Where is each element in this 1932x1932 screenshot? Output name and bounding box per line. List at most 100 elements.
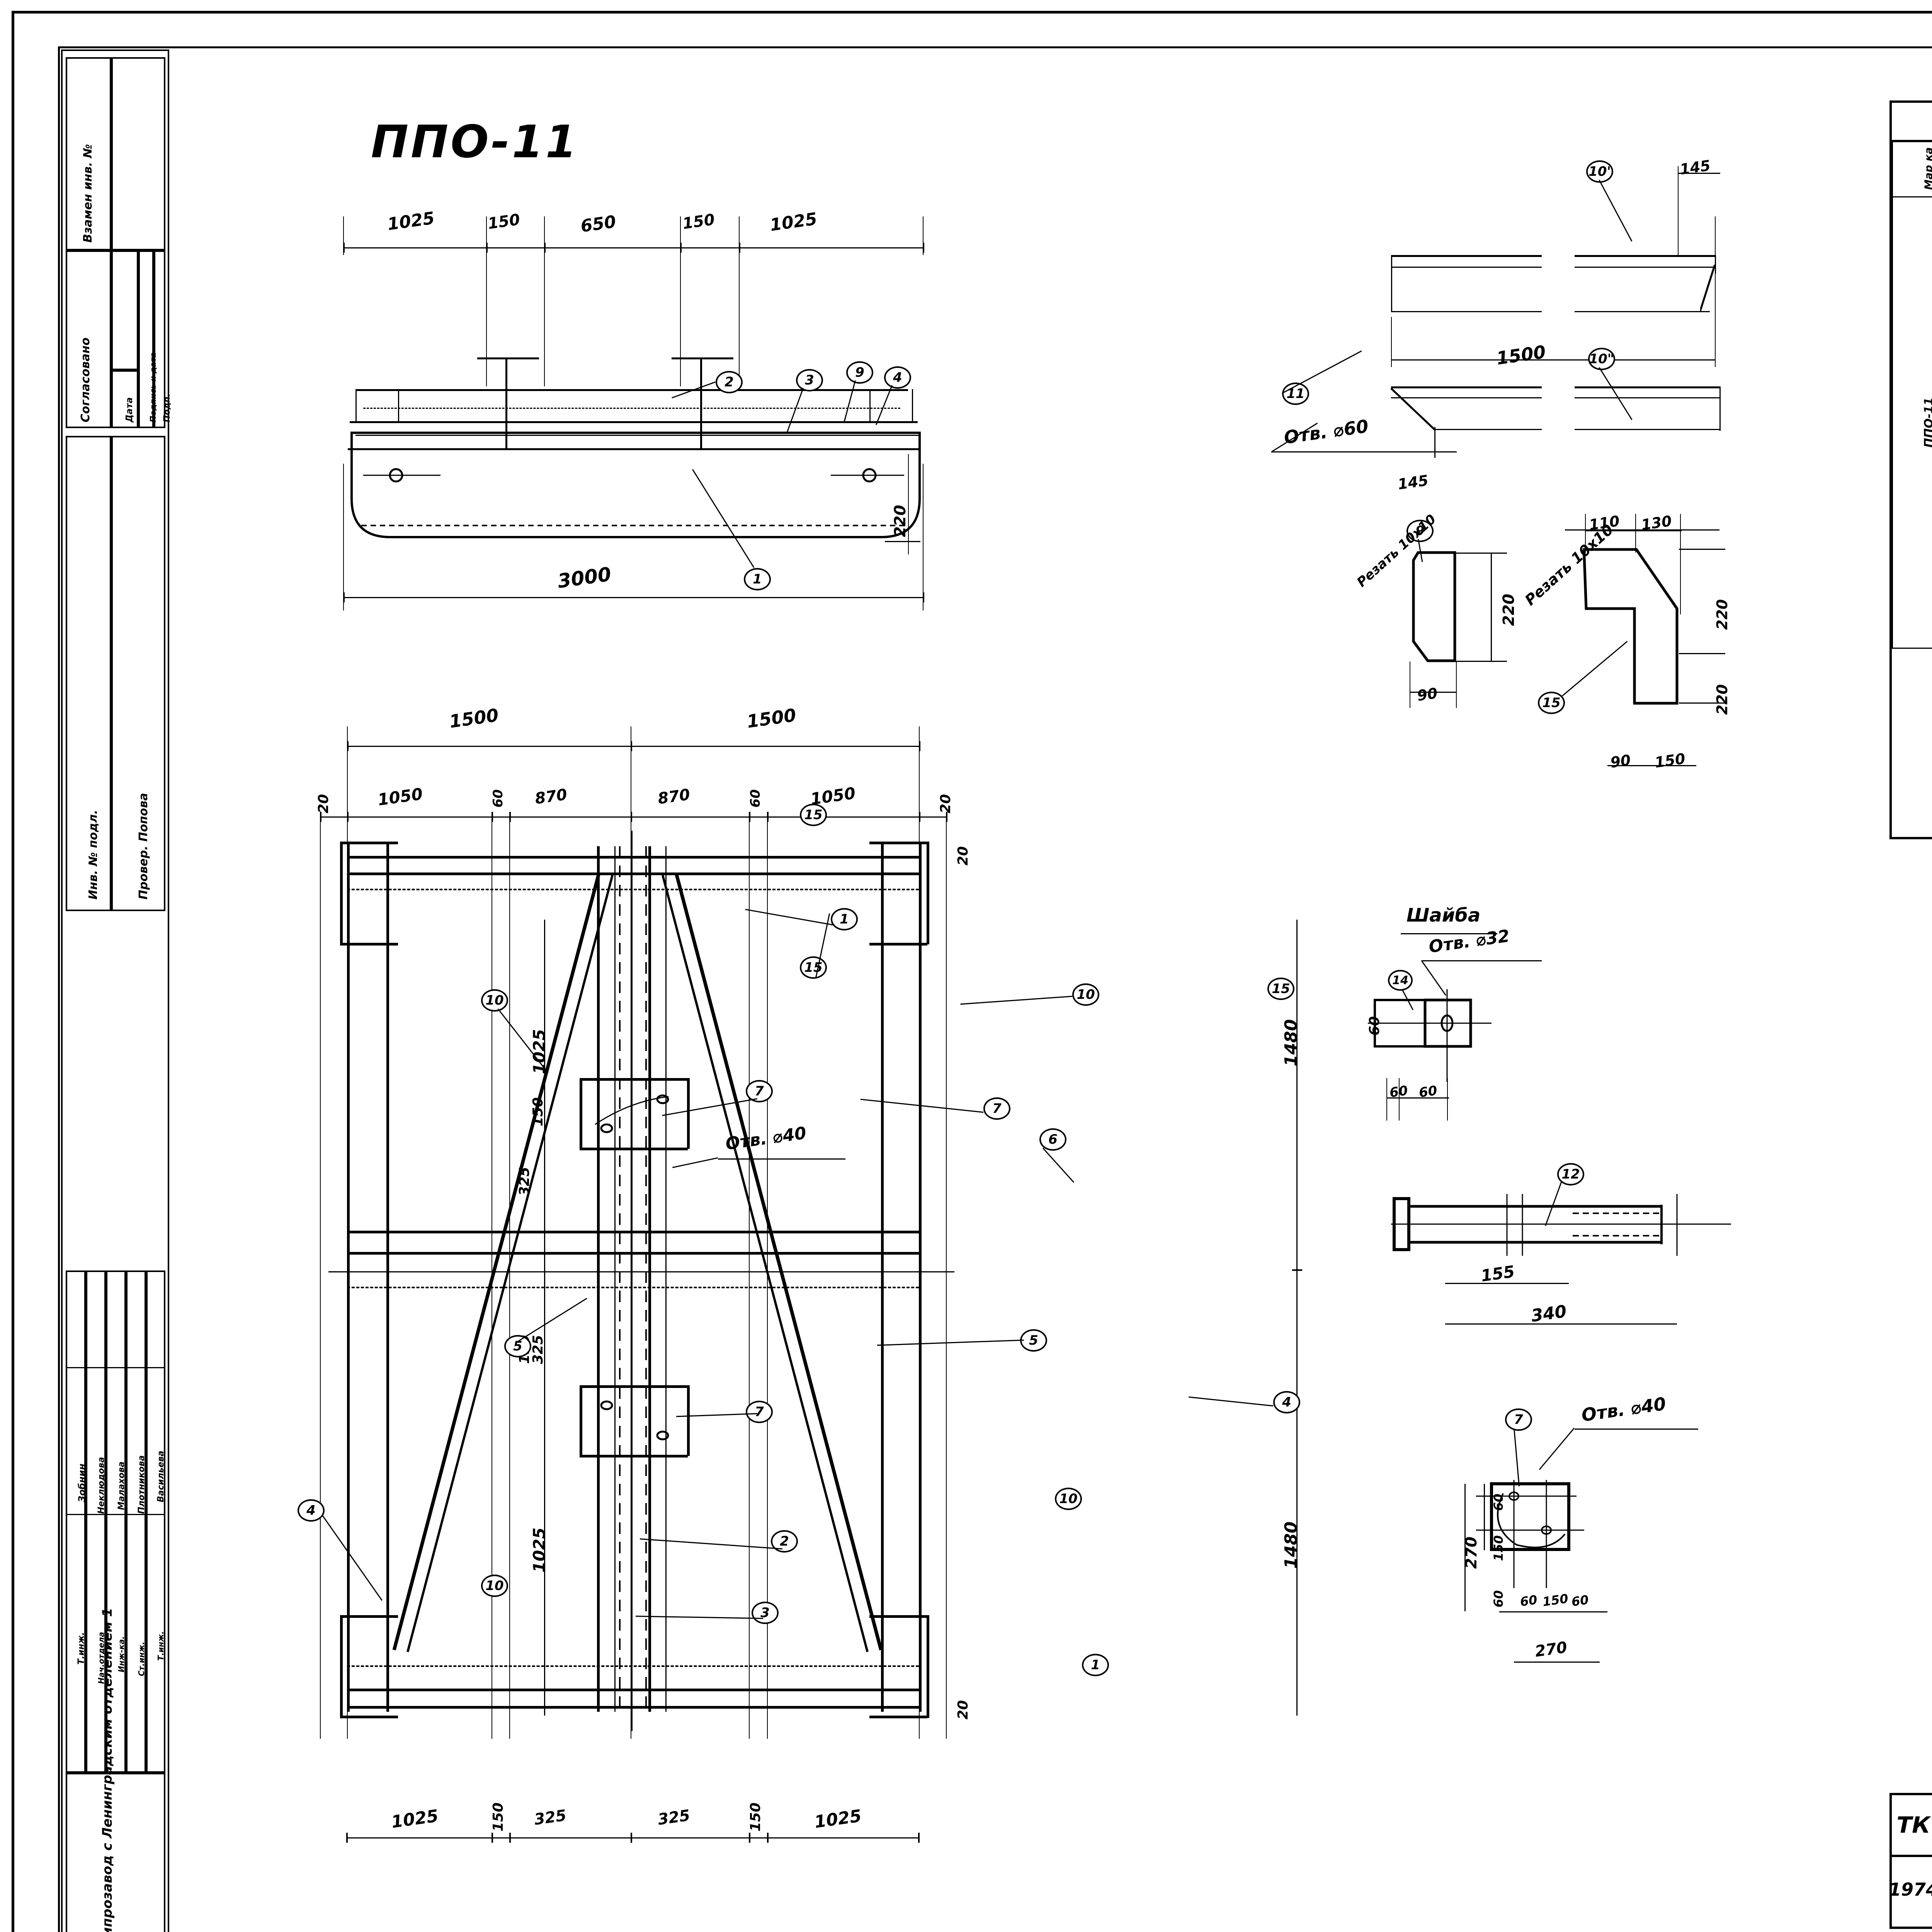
plan-balloon-7-top[interactable]: 7 (746, 1080, 773, 1102)
washer-balloon[interactable]: 14 (1388, 970, 1413, 991)
detail15-balloon[interactable]: 15 (1538, 692, 1565, 714)
plan-dim-20-right: 20 (938, 794, 954, 813)
elevation-beam-line (355, 435, 920, 436)
elevation-ext-5 (739, 216, 740, 386)
plan-balloon-4-right[interactable]: 4 (1273, 1391, 1300, 1413)
left-stamp-label-data: Дата (124, 397, 134, 422)
plan-center-axis-v (631, 831, 633, 1731)
angle10pp-inner-2 (1575, 397, 1719, 398)
plan-mid-channel-4 (665, 846, 667, 1712)
plan-balloon-3[interactable]: 3 (752, 1602, 779, 1624)
left-stamp-sig-divider-top (66, 1367, 165, 1368)
angle10pp-top-1 (1391, 386, 1542, 388)
detail15-dim-bot (1607, 765, 1696, 766)
plan-right-channel-outer (919, 842, 922, 1712)
angle10p-ext-2 (1715, 216, 1716, 367)
plan-dim-1480-top: 1480 (1281, 1019, 1301, 1066)
plan-gusset-top-b (580, 1148, 688, 1150)
plate7-vdim-total (1464, 1484, 1466, 1611)
plan-gusset-bot-r (687, 1385, 690, 1456)
plan-gusset-top-r (687, 1078, 690, 1149)
elevation-dim-line-b (543, 247, 740, 248)
plan-balloon-9[interactable]: 15 (1267, 978, 1294, 1000)
detail9-balloon[interactable]: 9 (1406, 520, 1434, 542)
plan-dim-20-edge-top: 20 (955, 846, 971, 866)
elevation-ext-2 (486, 216, 487, 386)
plan-hidden-h-1 (347, 889, 919, 890)
elevation-balloon-4[interactable]: 4 (884, 366, 911, 389)
spec-body: ППО-111[ 24300047228810542[ 243000272144… (1891, 196, 1932, 649)
angle10p-chamfer (1700, 265, 1716, 311)
plan-balloon-5-left[interactable]: 5 (504, 1335, 531, 1357)
plan-balloon-15[interactable]: 15 (800, 956, 827, 979)
plan-ext-v6 (767, 819, 768, 1739)
elevation-dim-line-total (344, 597, 923, 598)
plan-balloon-4-left[interactable]: 4 (298, 1499, 325, 1522)
detail9-ext-top (1453, 553, 1507, 554)
plan-dimtick-top-3 (919, 741, 920, 751)
plate7-dim-60-right: 60 (1570, 1592, 1590, 1609)
plate7-dim-150-h: 150 (1541, 1591, 1570, 1609)
elevation-balloon-3[interactable]: 3 (796, 369, 823, 391)
angle10pp-balloon[interactable]: 10" (1588, 348, 1615, 370)
plan-dimtick-top-1 (347, 741, 349, 751)
plan-balloon-1-top[interactable]: 1 (831, 908, 858, 930)
plan-bot-dimtick-4 (631, 1833, 632, 1843)
plan-left-vdim (544, 920, 545, 1716)
plan-corner-bl-top (340, 1615, 398, 1618)
plan-balloon-1-right[interactable]: 1 (1082, 1654, 1109, 1676)
left-stamp-cell-data (111, 370, 138, 428)
elevation-balloon-2[interactable]: 2 (716, 371, 743, 393)
angle10p-balloon[interactable]: 10' (1586, 160, 1613, 183)
elevation-dim-150-left: 150 (486, 211, 521, 233)
plan-dim-870-left: 870 (534, 786, 568, 808)
plate7-balloon[interactable]: 7 (1505, 1408, 1532, 1431)
left-stamp-role-3: Инж-ка. (117, 1636, 126, 1672)
plan-hole-note-underline (718, 1158, 845, 1160)
elevation-ext-4 (680, 216, 681, 386)
bolt-balloon[interactable]: 12 (1557, 1163, 1584, 1185)
detail15-ext-b (1635, 514, 1636, 553)
bolt-dim-155: 155 (1480, 1262, 1516, 1286)
left-stamp-sigcol-4 (126, 1270, 146, 1773)
plan-balloon-6[interactable]: 6 (1039, 1128, 1066, 1151)
elevation-balloon-11[interactable]: 11 (1282, 383, 1309, 405)
washer-ext-2 (1447, 1078, 1448, 1121)
left-stamp-signer-5: Васильева (156, 1451, 166, 1502)
plan-beam-mid-b (347, 1252, 919, 1255)
plan-balloon-5-right[interactable]: 5 (1020, 1329, 1047, 1352)
elevation-endbox-right-v2 (912, 389, 913, 422)
left-stamp-label-vzamen: Взамен инв. № (81, 144, 95, 243)
bolt-dim-line-2 (1445, 1323, 1677, 1325)
spec-title: Спецификация (1892, 103, 1932, 142)
plan-balloon-7-bot[interactable]: 7 (746, 1401, 773, 1423)
plan-balloon-10-left[interactable]: 10 (481, 989, 508, 1012)
left-stamp-label-invpodl: Инв. № подл. (87, 810, 100, 900)
left-stamp-label-podpdata: Подпись и дата (148, 352, 158, 422)
plan-beam-bot-b (347, 1706, 919, 1709)
plan-corner-tr-top (869, 842, 927, 844)
elevation-post-right-flange (672, 357, 733, 359)
elevation-balloon-9[interactable]: 9 (846, 361, 873, 384)
plan-balloon-10-bl[interactable]: 10 (481, 1575, 508, 1597)
elevation-dimtick-6 (923, 243, 924, 253)
plan-dimtick-2-1 (347, 812, 349, 822)
left-stamp-label-proverpopova: Провер. Попова (137, 793, 150, 900)
washer-shape (1368, 989, 1492, 1082)
sheet-inner-border (58, 46, 1932, 1932)
plan-balloon-2[interactable]: 2 (771, 1530, 798, 1553)
plan-balloon-7b[interactable]: 7 (983, 1097, 1010, 1120)
plan-balloon-10-br[interactable]: 10 (1055, 1488, 1082, 1510)
left-stamp-cell-soglasovano (66, 250, 111, 428)
elevation-ext-t1 (343, 464, 344, 611)
detail15-dim-130: 130 (1640, 512, 1673, 534)
plan-bot-dimtick-1 (346, 1833, 348, 1843)
angle10p-dim-line (1391, 359, 1716, 361)
plan-right-vdim (1296, 920, 1298, 1716)
elevation-balloon-1[interactable]: 1 (744, 568, 771, 590)
washer-dim-side: 60 (1367, 1016, 1383, 1036)
plan-balloon-15-top[interactable]: 15 (800, 804, 827, 826)
elevation-post-left-web (505, 359, 507, 448)
plan-balloon-10-right[interactable]: 10 (1072, 983, 1099, 1006)
washer-ext-3 (1399, 1078, 1400, 1121)
